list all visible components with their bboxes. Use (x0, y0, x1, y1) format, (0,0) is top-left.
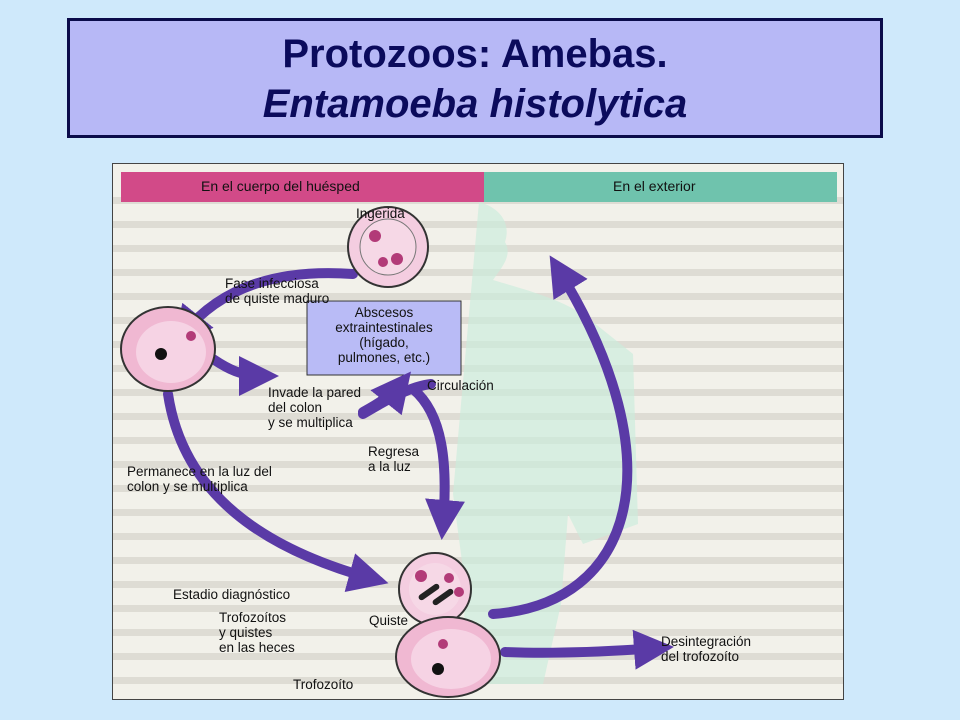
label-ingerida: Ingerida (356, 206, 405, 221)
label-regresa: Regresa a la luz (368, 444, 419, 474)
label-fase-line-1: Fase infecciosa (225, 276, 319, 291)
label-regresa-line-2: a la luz (368, 459, 411, 474)
label-fase-line-2: de quiste maduro (225, 291, 330, 306)
label-trofo-line-1: Trofozoítos (219, 610, 287, 625)
exterior-header-label: En el exterior (613, 178, 696, 194)
arrow-colon-wall-to-lumen (408, 384, 465, 540)
stool-cyst (398, 552, 472, 626)
label-circulacion: Circulación (427, 378, 494, 393)
label-abscesos-line-2: extraintestinales (335, 320, 433, 335)
exterior-header-bar (484, 172, 837, 202)
arrow-trophozoite-to-colon-wall (208, 354, 279, 396)
label-trofo-line-3: en las heces (219, 640, 295, 655)
life-cycle-figure: En el cuerpo del huésped En el exterior … (112, 163, 844, 700)
title-line-1: Protozoos: Amebas. (282, 32, 668, 76)
ingested-cyst (347, 206, 429, 288)
label-permanece-line-1: Permanece en la luz del (127, 464, 272, 479)
trophozoite-left (120, 306, 216, 392)
label-invade-line-1: Invade la pared (268, 385, 362, 400)
arrow-trophozoite-to-circulation (358, 379, 436, 419)
abscess-box (306, 300, 462, 376)
arrow-trophozoite-to-stool (163, 389, 389, 592)
label-fase-infecciosa: Fase infecciosa de quiste maduro (225, 276, 329, 306)
label-trofozoito: Trofozoíto (293, 677, 354, 692)
title-line-2: Entamoeba histolytica (262, 82, 688, 126)
label-regresa-line-1: Regresa (368, 444, 420, 459)
label-trofo-line-2: y quistes (219, 625, 273, 640)
label-estadio-diagnostico: Estadio diagnóstico (173, 587, 291, 602)
label-quiste: Quiste (369, 613, 409, 628)
label-abscesos: Abscesos extraintestinales (hígado, pulm… (307, 305, 461, 365)
label-invade-line-3: y se multiplica (268, 415, 353, 430)
arrow-disintegration (500, 629, 674, 670)
label-desint-line-1: Desintegración (661, 634, 752, 649)
host-header-bar (121, 172, 484, 202)
host-header-label: En el cuerpo del huésped (201, 178, 360, 194)
label-desint-line-2: del trofozoíto (661, 649, 740, 664)
title-box: Protozoos: Amebas. Entamoeba histolytica (67, 18, 883, 138)
label-permanece: Permanece en la luz del colon y se multi… (127, 464, 272, 494)
label-invade-line-2: del colon (268, 400, 323, 415)
arrow-exterior-to-ingestion (488, 255, 633, 619)
label-abscesos-line-4: pulmones, etc.) (337, 350, 431, 365)
label-invade: Invade la pared del colon y se multiplic… (268, 385, 361, 430)
label-trofozoitos-quistes: Trofozoítos y quistes en las heces (219, 610, 295, 655)
label-permanece-line-2: colon y se multiplica (127, 479, 248, 494)
label-abscesos-line-1: Abscesos (354, 305, 414, 320)
label-abscesos-line-3: (hígado, (359, 335, 409, 350)
label-desintegracion: Desintegración del trofozoíto (661, 634, 751, 664)
trophozoite-bottom (395, 616, 501, 698)
life-cycle-graphic (113, 172, 843, 699)
